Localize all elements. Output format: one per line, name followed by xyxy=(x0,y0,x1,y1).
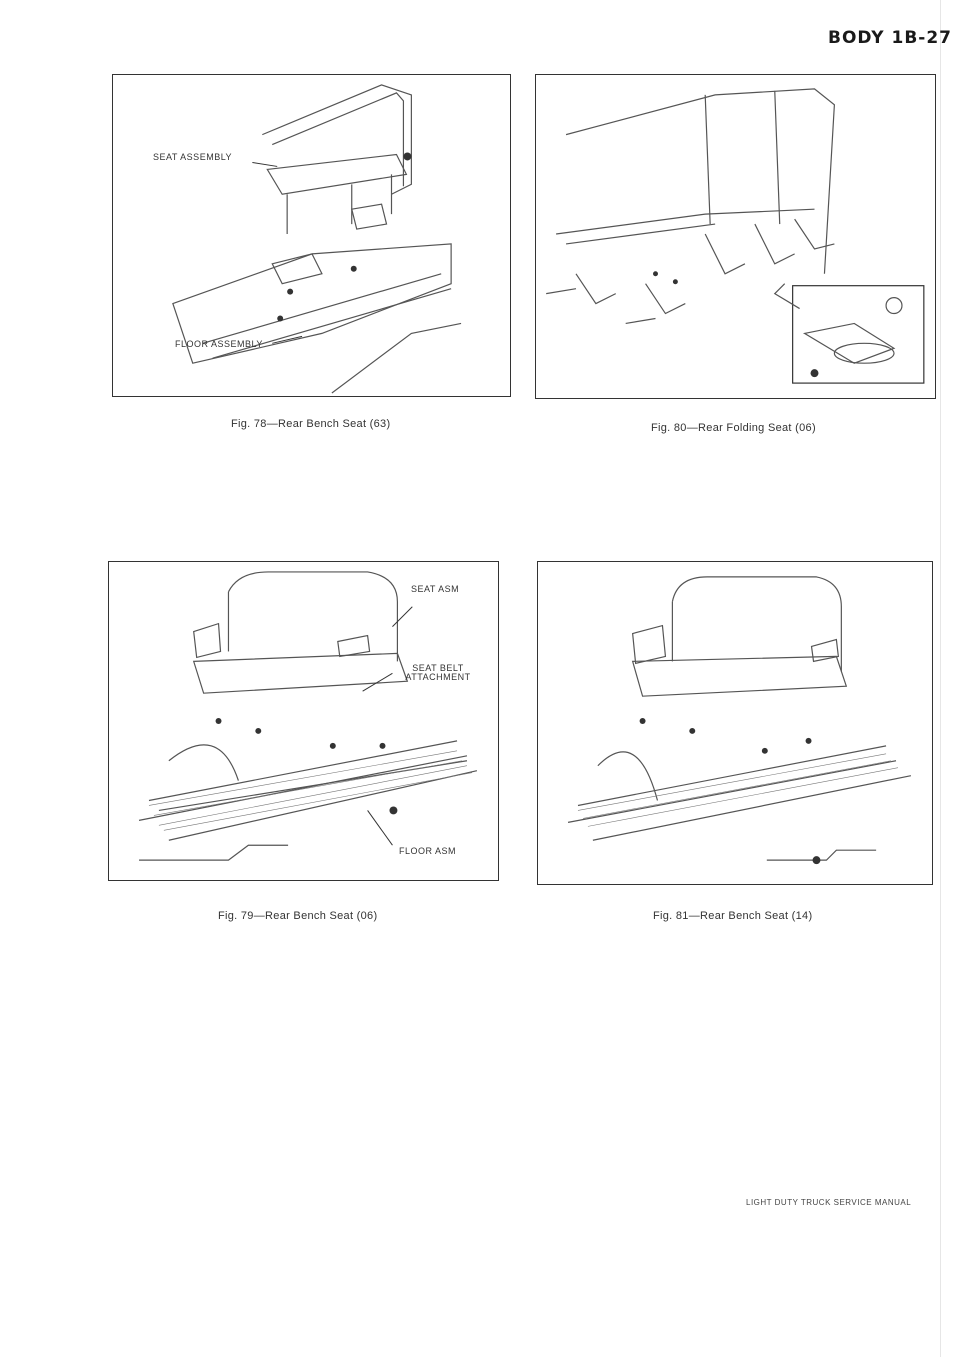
callout-seat-belt-attachment: SEAT BELT ATTACHMENT xyxy=(405,663,471,683)
figure-80-illustration xyxy=(535,74,936,399)
figure-78-illustration: SEAT ASSEMBLY FLOOR ASSEMBLY xyxy=(112,74,511,397)
seat-assembly-drawing xyxy=(172,84,462,394)
scan-edge xyxy=(940,0,941,1357)
bench-seat-06-drawing xyxy=(138,571,478,861)
callout-floor-assembly: FLOOR ASSEMBLY xyxy=(175,339,263,349)
folding-seat-drawing xyxy=(546,88,925,384)
figure-79-illustration: SEAT ASM SEAT BELT ATTACHMENT FLOOR ASM xyxy=(108,561,499,881)
callout-seat-asm: SEAT ASM xyxy=(411,584,460,594)
figure-80-caption: Fig. 80—Rear Folding Seat (06) xyxy=(651,422,816,434)
page-footer: LIGHT DUTY TRUCK SERVICE MANUAL xyxy=(746,1198,912,1207)
callout-floor-asm: FLOOR ASM xyxy=(399,846,457,856)
bench-seat-14-drawing xyxy=(567,576,912,865)
figure-81-caption: Fig. 81—Rear Bench Seat (14) xyxy=(653,910,813,922)
page-header: BODY 1B-27 xyxy=(828,28,953,48)
figure-81-illustration xyxy=(537,561,933,885)
callout-seat-assembly: SEAT ASSEMBLY xyxy=(153,152,233,162)
figure-79-caption: Fig. 79—Rear Bench Seat (06) xyxy=(218,910,378,922)
figure-78-caption: Fig. 78—Rear Bench Seat (63) xyxy=(231,418,391,430)
